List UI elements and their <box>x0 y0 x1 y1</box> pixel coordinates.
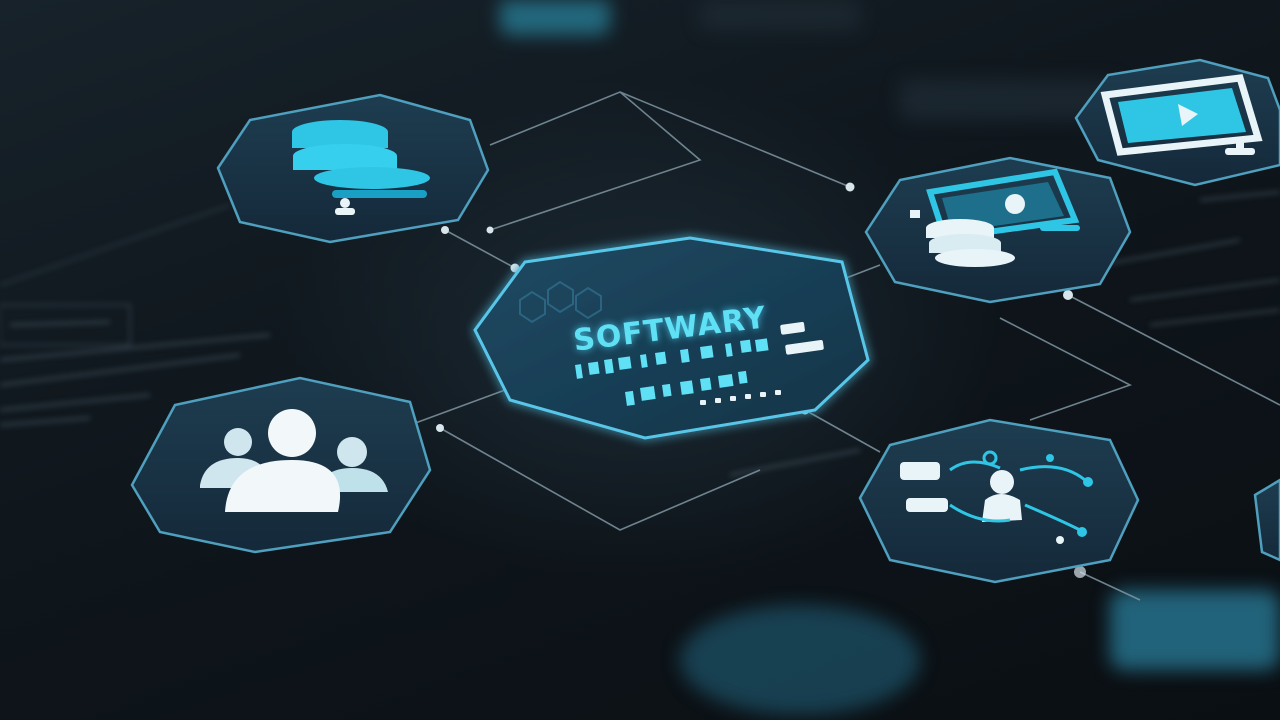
connector-line <box>1067 294 1280 406</box>
users-node[interactable] <box>130 376 432 554</box>
monitor-play-icon <box>1100 74 1263 156</box>
connector-dot <box>486 226 494 234</box>
partial-right-node <box>1253 478 1280 562</box>
connector-line <box>804 409 881 453</box>
connector-dot <box>1063 290 1073 300</box>
monitor-database-node[interactable] <box>864 156 1132 304</box>
monitor-play-node[interactable] <box>1074 58 1280 187</box>
connector-line <box>1079 571 1141 601</box>
monitor-database-icon <box>910 168 1080 267</box>
hexagon-frame <box>473 236 870 440</box>
blurred-top-tile <box>500 0 610 35</box>
connector-line <box>439 427 761 531</box>
ghost-panel <box>0 304 131 346</box>
connector-dot <box>441 226 449 234</box>
ghost-text-line <box>9 321 111 326</box>
database-node[interactable] <box>216 93 490 244</box>
connector-dot <box>436 424 444 432</box>
ghost-text-line <box>0 354 241 386</box>
center-node-glyph-lines <box>574 321 824 406</box>
integration-icon <box>900 450 1093 544</box>
connector-line <box>444 229 516 269</box>
connector-line <box>489 91 702 231</box>
ghost-text-line <box>0 334 271 361</box>
ghost-text-line <box>729 449 861 476</box>
connector-line <box>409 389 506 426</box>
connector-line <box>999 317 1133 421</box>
connector-dot <box>1074 566 1086 578</box>
ghost-text-line <box>1149 309 1280 326</box>
ghost-text-line <box>0 417 91 426</box>
users-icon <box>200 409 388 512</box>
blurred-text-block <box>900 80 1120 120</box>
ghost-text-line <box>0 394 151 411</box>
database-icon <box>292 120 430 215</box>
software-center-node[interactable] <box>473 236 870 440</box>
ghost-connector <box>0 204 231 286</box>
ghost-text-line <box>1099 239 1241 266</box>
connector-dot <box>845 182 855 192</box>
center-node-decoration <box>519 280 602 324</box>
integration-node[interactable] <box>858 418 1140 584</box>
blurred-text-block <box>700 0 860 30</box>
blurred-bottom-node <box>680 605 920 715</box>
ghost-text-line <box>1199 191 1280 201</box>
blurred-bottom-right-node <box>1110 590 1280 670</box>
connector-line <box>619 91 851 188</box>
ghost-text-line <box>1129 279 1280 301</box>
